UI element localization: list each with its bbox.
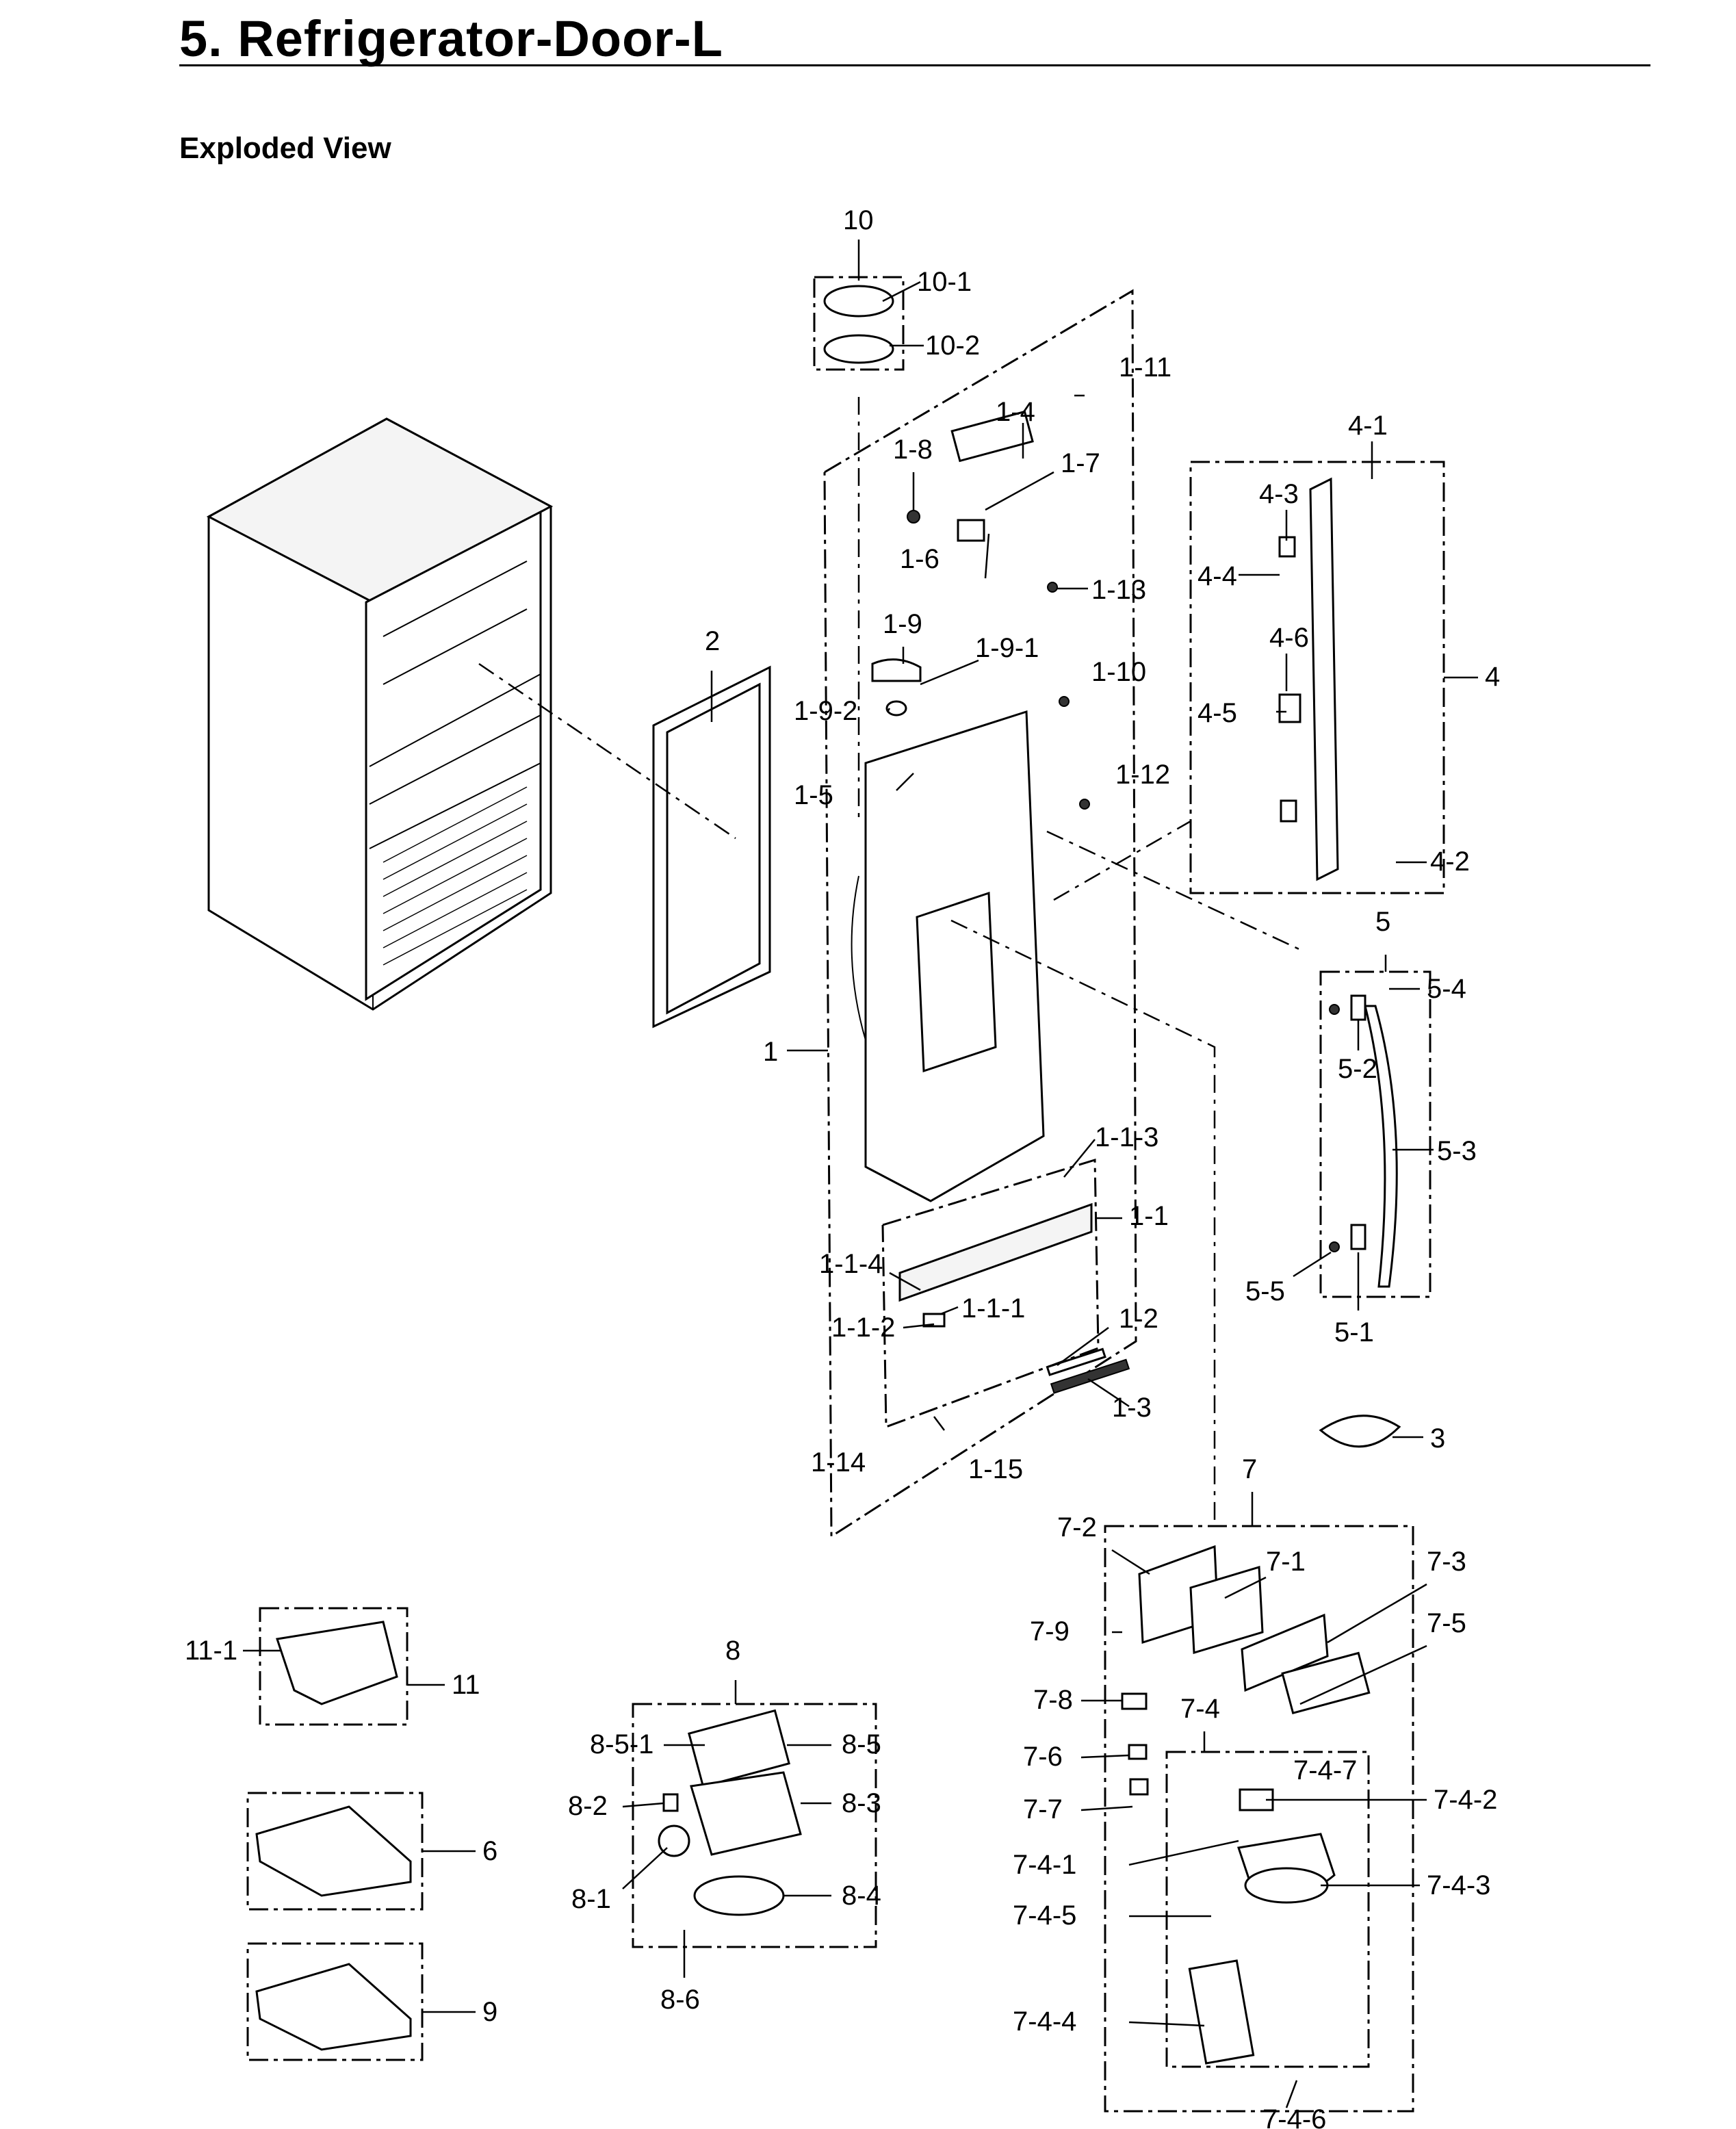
label-5-3: 5-3 (1437, 1136, 1477, 1166)
label-1-1-3: 1-1-3 (1095, 1122, 1158, 1152)
label-7-4-6: 7-4-6 (1262, 2104, 1326, 2129)
label-7: 7 (1242, 1454, 1257, 1484)
label-1-12: 1-12 (1115, 760, 1170, 790)
label-1-9: 1-9 (883, 609, 922, 639)
label-8-5-1: 8-5-1 (590, 1729, 653, 1759)
label-1-9-1: 1-9-1 (975, 633, 1039, 663)
label-3: 3 (1430, 1423, 1445, 1454)
label-10-1: 10-1 (917, 267, 972, 297)
label-1-7: 1-7 (1061, 448, 1100, 478)
label-11: 11 (452, 1670, 480, 1700)
label-7-9: 7-9 (1030, 1616, 1070, 1647)
label-7-4-4: 7-4-4 (1013, 2007, 1076, 2037)
label-1-1: 1-1 (1129, 1201, 1169, 1231)
label-1: 1 (763, 1037, 778, 1067)
label-1-11: 1-11 (1119, 352, 1171, 383)
label-7-5: 7-5 (1427, 1608, 1466, 1638)
label-8-5: 8-5 (842, 1729, 881, 1759)
label-1-14: 1-14 (811, 1447, 866, 1478)
label-10: 10 (843, 205, 874, 235)
label-5-1: 5-1 (1334, 1317, 1374, 1347)
label-1-4: 1-4 (996, 397, 1035, 427)
label-11-1: 11-1 (185, 1636, 237, 1666)
label-7-4: 7-4 (1180, 1694, 1220, 1724)
refrigerator-cabinet (206, 417, 554, 1011)
label-7-3: 7-3 (1427, 1547, 1466, 1577)
label-8-3: 8-3 (842, 1788, 881, 1818)
page-title: 5. Refrigerator-Door-L (179, 10, 723, 67)
label-6: 6 (482, 1836, 497, 1866)
label-1-9-2: 1-9-2 (794, 696, 857, 726)
label-5: 5 (1375, 907, 1390, 937)
label-1-15: 1-15 (968, 1454, 1023, 1484)
label-5-2: 5-2 (1338, 1054, 1377, 1084)
label-4-4: 4-4 (1197, 561, 1237, 591)
label-7-1: 7-1 (1266, 1547, 1306, 1577)
label-1-13: 1-13 (1091, 575, 1146, 605)
label-7-8: 7-8 (1033, 1685, 1073, 1715)
label-7-4-1: 7-4-1 (1013, 1850, 1076, 1880)
label-2: 2 (705, 626, 720, 656)
label-4-2: 4-2 (1430, 847, 1470, 877)
label-7-6: 7-6 (1023, 1742, 1063, 1772)
title-rule (179, 64, 1650, 66)
label-8-2: 8-2 (568, 1791, 608, 1821)
door-gasket (652, 665, 771, 1029)
label-7-4-7: 7-4-7 (1293, 1755, 1357, 1785)
label-1-6: 1-6 (900, 544, 940, 574)
door-panel (851, 710, 1045, 1202)
label-1-3: 1-3 (1112, 1393, 1152, 1423)
label-8-1: 8-1 (571, 1884, 611, 1914)
label-4-1: 4-1 (1348, 411, 1388, 441)
part-labels: 10 10-1 10-2 1-11 1-4 1-8 1-7 1-6 1-13 1… (185, 205, 1500, 2129)
label-7-4-2: 7-4-2 (1434, 1785, 1497, 1815)
hinge-bracket (1278, 477, 1339, 881)
label-4-5: 4-5 (1197, 698, 1237, 728)
dispenser-bucket (1188, 1788, 1336, 2065)
label-4: 4 (1485, 662, 1500, 692)
label-5-4: 5-4 (1427, 974, 1466, 1004)
label-5-5: 5-5 (1245, 1276, 1285, 1306)
label-1-8: 1-8 (893, 435, 933, 465)
label-10-2: 10-2 (925, 331, 980, 361)
label-4-6: 4-6 (1269, 623, 1309, 653)
label-1-1-4: 1-1-4 (819, 1249, 883, 1279)
label-8-4: 8-4 (842, 1881, 881, 1911)
label-9: 9 (482, 1997, 497, 2027)
label-1-2: 1-2 (1119, 1304, 1158, 1334)
label-8-6: 8-6 (660, 1985, 700, 2015)
label-1-1-1: 1-1-1 (961, 1293, 1025, 1324)
label-8: 8 (725, 1636, 740, 1666)
label-7-4-5: 7-4-5 (1013, 1900, 1076, 1931)
label-7-4-3: 7-4-3 (1427, 1870, 1490, 1900)
label-4-3: 4-3 (1259, 479, 1299, 509)
section-subtitle: Exploded View (179, 131, 391, 165)
label-1-5: 1-5 (794, 780, 833, 810)
label-7-7: 7-7 (1023, 1794, 1063, 1824)
label-7-2: 7-2 (1057, 1512, 1097, 1543)
label-1-1-2: 1-1-2 (831, 1313, 895, 1343)
label-1-10: 1-10 (1091, 657, 1146, 687)
